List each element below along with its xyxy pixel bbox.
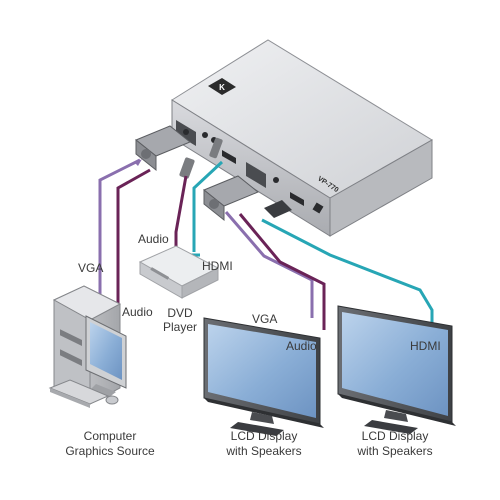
audio-plug (179, 137, 223, 179)
label-lcd2-line2: with Speakers (356, 444, 432, 458)
audio-cable-output (238, 213, 326, 330)
label-computer-line1: Computer (84, 429, 137, 443)
label-dvd-line2: Player (163, 320, 197, 334)
lcd-display-1 (203, 317, 324, 436)
audio-cable-dvd (174, 175, 188, 250)
scaler-device: K VP-770 (171, 39, 433, 237)
lcd-display-2 (337, 305, 456, 434)
vga-cable-output (224, 211, 314, 318)
computer (48, 285, 127, 408)
device-connectors (176, 120, 324, 214)
label-lcd2-line1: LCD Display (362, 429, 429, 443)
hdmi-cable-input (192, 160, 224, 252)
label-audio-input: Audio (122, 305, 153, 319)
label-hdmi-output: HDMI (410, 339, 441, 353)
label-hdmi-dvd: HDMI (202, 259, 233, 273)
label-audio-dvd: Audio (138, 232, 169, 246)
vga-plug-input (135, 125, 191, 172)
vga-cable-input (98, 158, 141, 300)
hdmi-cable-output (261, 218, 434, 325)
label-vga-output: VGA (252, 312, 277, 326)
label-lcd1-line2: with Speakers (225, 444, 301, 458)
label-computer-line2: Graphics Source (65, 444, 155, 458)
brand-logo: K (208, 78, 236, 95)
audio-cable-input (116, 168, 151, 305)
dvd-player (138, 245, 220, 299)
vga-plug-output (203, 175, 259, 222)
label-dvd-line1: DVD (167, 306, 193, 320)
label-audio-output: Audio (286, 339, 317, 353)
svg-text:K: K (219, 83, 225, 92)
label-lcd1-line1: LCD Display (231, 429, 298, 443)
label-vga-input: VGA (78, 261, 103, 275)
hdmi-plug-output (264, 200, 292, 218)
